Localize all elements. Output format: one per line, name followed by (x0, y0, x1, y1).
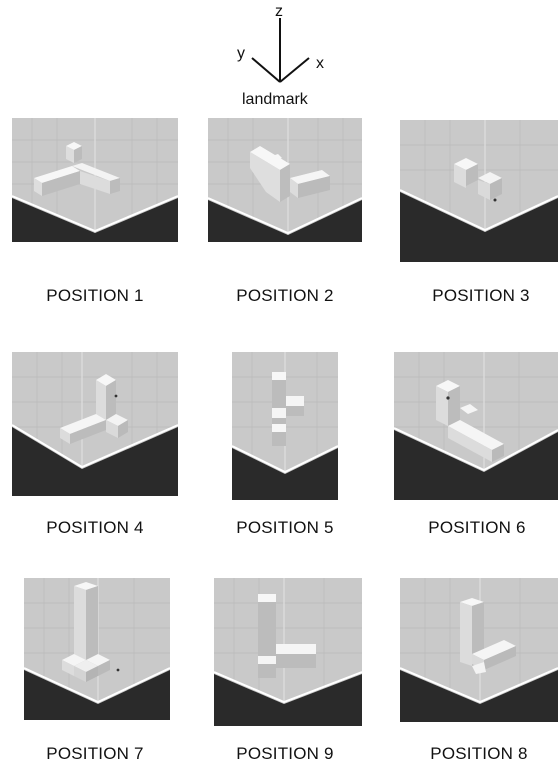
panel-position-6 (394, 352, 558, 500)
panel-position-7 (24, 578, 170, 720)
position-label: POSITION 2 (200, 286, 370, 306)
position-label: POSITION 8 (394, 744, 558, 764)
x-axis-line (280, 58, 309, 82)
axis-legend: z y x landmark (225, 0, 345, 110)
panel-position-8 (400, 578, 558, 722)
panel-position-9 (214, 578, 362, 726)
panel-position-3 (400, 120, 558, 262)
panel-position-5 (232, 352, 338, 500)
panel-position-1 (12, 118, 178, 242)
position-label: POSITION 6 (392, 518, 558, 538)
position-label: POSITION 3 (396, 286, 558, 306)
y-axis-line (252, 58, 280, 82)
axis-label-y: y (237, 45, 245, 62)
panel-position-2 (208, 118, 362, 242)
landmark-label: landmark (242, 91, 309, 108)
axis-label-z: z (275, 3, 283, 20)
position-label: POSITION 4 (10, 518, 180, 538)
position-label: POSITION 5 (200, 518, 370, 538)
position-label: POSITION 1 (10, 286, 180, 306)
panel-position-4 (12, 352, 178, 496)
position-label: POSITION 7 (10, 744, 180, 764)
axis-label-x: x (316, 55, 324, 72)
position-label: POSITION 9 (200, 744, 370, 764)
